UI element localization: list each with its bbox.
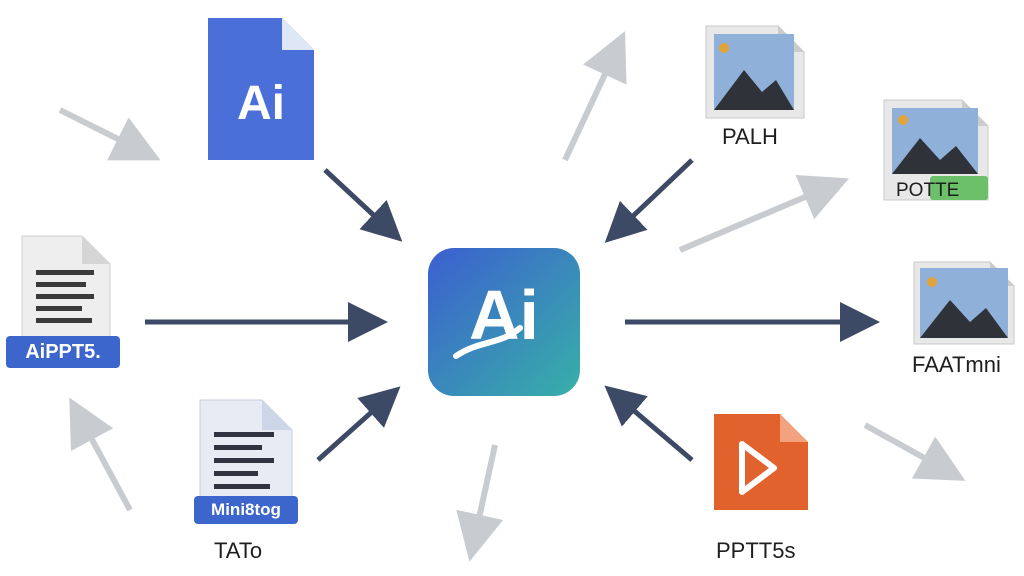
ai-file-icon <box>208 18 314 160</box>
arrow-image-1-to-hub <box>604 158 694 243</box>
text-document-icon <box>199 399 293 513</box>
arrow-ai-file-to-hub <box>323 168 403 242</box>
image-2-caption: POTTE <box>896 180 960 201</box>
faded-arrow <box>562 31 627 162</box>
image-1-caption: PALH <box>722 124 778 149</box>
image-file-icon <box>705 25 805 119</box>
image-file-icon <box>913 261 1015 345</box>
video-caption: PPTT5s <box>716 538 796 563</box>
faded-arrow <box>69 397 133 512</box>
text-document-icon <box>21 235 111 347</box>
faded-arrow <box>456 444 504 562</box>
ai-app-icon <box>428 248 580 396</box>
image-3-caption: FAATmni <box>912 352 1001 377</box>
ai-file-label: Ai <box>237 77 285 130</box>
tato-doc-badge: Mini8tog <box>194 496 298 524</box>
faded-arrow <box>678 174 850 253</box>
arrow-video-to-hub <box>604 385 694 462</box>
text-doc-badge: AiPPT5. <box>6 336 120 368</box>
faded-arrow <box>863 422 966 481</box>
tato-doc-caption: TATo <box>214 538 263 563</box>
image-file-icon <box>883 99 989 201</box>
video-file-icon <box>714 414 808 510</box>
faded-arrow <box>58 107 161 161</box>
arrow-tato-doc-to-hub <box>316 386 401 462</box>
hub-label: Ai <box>469 276 539 354</box>
